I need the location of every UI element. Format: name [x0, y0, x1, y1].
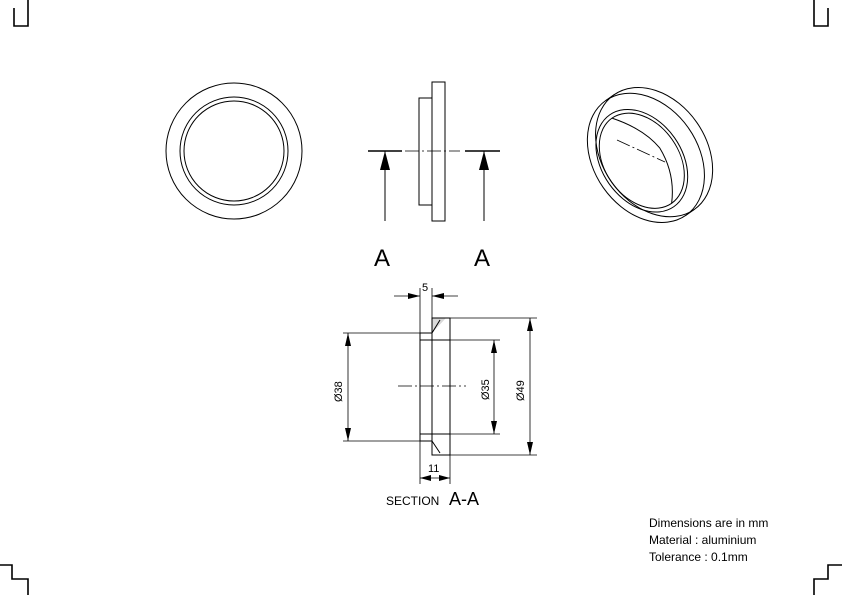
corner-mark-top-right [813, 0, 829, 27]
isometric-view [586, 86, 714, 224]
corner-mark-bottom-right [813, 564, 842, 595]
dim-dia-35 [450, 339, 500, 435]
section-title-label: A-A [449, 489, 479, 509]
dim-label-dia-38: Ø38 [333, 381, 345, 402]
section-marker-left: A [374, 245, 390, 272]
note-material: Material : aluminium [649, 533, 757, 547]
dim-label-5: 5 [422, 282, 428, 294]
isometric-centerline [616, 139, 666, 163]
note-tolerance: Tolerance : 0.1mm [649, 550, 748, 564]
dim-length-11 [419, 441, 451, 484]
dim-dia-38 [343, 332, 420, 442]
dim-label-11: 11 [428, 463, 439, 475]
side-view [368, 81, 500, 222]
section-title-prefix: SECTION [386, 494, 439, 508]
corner-mark-top-left [13, 0, 29, 27]
dim-dia-49 [450, 317, 537, 456]
dim-width-5 [394, 288, 458, 333]
note-units: Dimensions are in mm [649, 516, 769, 530]
section-view [398, 317, 466, 456]
dim-label-dia-35: Ø35 [480, 379, 492, 400]
dim-label-dia-49: Ø49 [515, 380, 527, 401]
section-marker-right: A [474, 245, 490, 272]
corner-mark-bottom-left [0, 564, 29, 595]
front-view [165, 82, 303, 220]
drawing-notes: Dimensions are in mm Material : aluminiu… [649, 515, 768, 566]
